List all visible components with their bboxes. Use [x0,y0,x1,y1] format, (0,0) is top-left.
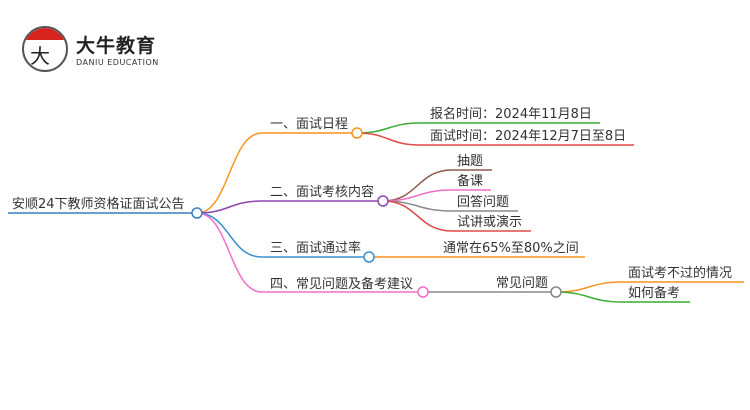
root-collapse-toggle[interactable] [191,207,203,219]
leaf-connector [356,122,421,134]
branch-connector [196,212,263,258]
leaf-label[interactable]: 备课 [457,173,483,189]
leaf-connector [356,132,421,146]
branch-connector [196,132,263,214]
logo-mark-text: 大牛 [30,44,50,68]
leaf-label[interactable]: 常见问题 [496,276,548,291]
subleaf-label[interactable]: 面试考不过的情况 [628,265,732,281]
leaf-connector [382,169,453,202]
leaf-connector [382,200,453,232]
collapse-toggle[interactable] [550,286,562,298]
leaf-label[interactable]: 通常在65%至80%之间 [443,241,579,256]
collapse-toggle[interactable] [417,286,429,298]
branch-label[interactable]: 一、面试日程 [270,117,348,132]
leaf-label[interactable]: 报名时间：2024年11月8日 [430,106,592,122]
branch-connector [196,200,263,214]
subleaf-label[interactable]: 如何备考 [628,285,680,301]
branch-label[interactable]: 四、常见问题及备考建议 [270,276,413,292]
leaf-label[interactable]: 试讲或演示 [457,214,522,230]
branch-connector [196,212,263,293]
leaf-label[interactable]: 面试时间：2024年12月7日至8日 [430,129,626,144]
subleaf-connector [555,291,623,303]
branch-label[interactable]: 三、面试通过率 [270,240,361,256]
leaf-label[interactable]: 回答问题 [457,194,509,210]
leaf-label[interactable]: 抽题 [457,154,483,169]
root-node-label[interactable]: 安顺24下教师资格证面试公告 [12,196,185,212]
subleaf-connector [555,281,623,293]
collapse-toggle[interactable] [363,251,375,263]
collapse-toggle[interactable] [377,195,389,207]
logo-subtitle: DANIU EDUCATION [76,58,159,67]
logo-name: 大牛教育 [76,35,157,57]
logo: 大牛 大牛教育 DANIU EDUCATION [22,26,159,72]
collapse-toggle[interactable] [351,127,363,139]
logo-mark-icon: 大牛 [22,26,68,72]
branch-label[interactable]: 二、面试考核内容 [270,184,374,200]
